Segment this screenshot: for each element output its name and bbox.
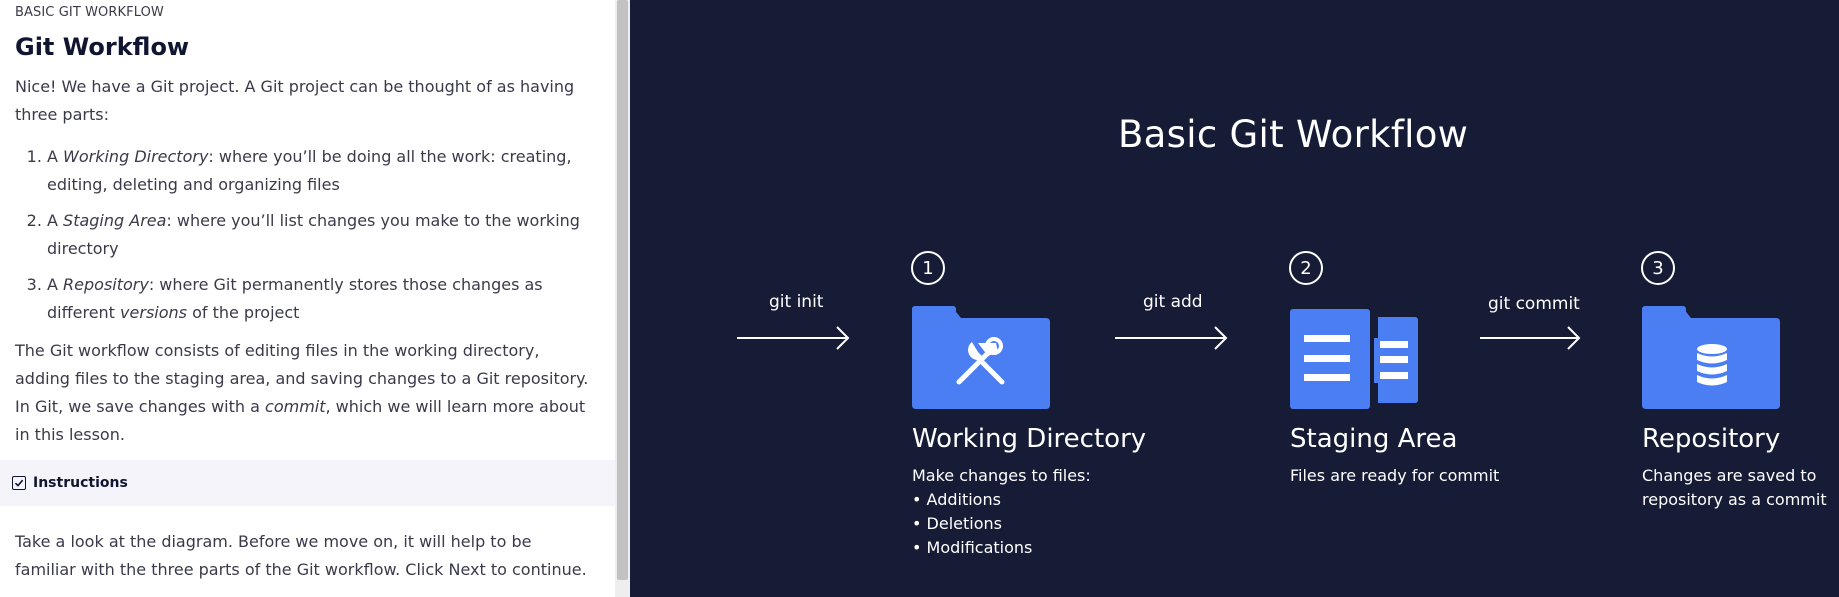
documents-icon [1290,309,1418,409]
diagram-title: Basic Git Workflow [1118,113,1469,156]
command-git-init: git init [769,292,824,312]
checkbox-icon [12,476,26,490]
list-item: A Repository: where Git permanently stor… [47,271,595,327]
instructions-text: Take a look at the diagram. Before we mo… [15,532,587,579]
arrow-git-add [1115,326,1228,350]
bullet-additions: • Additions [912,490,1001,509]
command-git-add: git add [1143,292,1203,312]
lesson-pane: BASIC GIT WORKFLOW Git Workflow Nice! We… [0,0,615,597]
workflow-paragraph: The Git workflow consists of editing fil… [15,341,589,444]
stage-desc-working-directory: Make changes to files: • Additions • Del… [912,464,1091,560]
instructions-header[interactable]: Instructions [0,460,615,506]
stage-name-working-directory: Working Directory [912,424,1147,454]
stage-desc-staging-area: Files are ready for commit [1290,466,1500,485]
parts-list: A Working Directory: where you’ll be doi… [15,143,595,327]
stage-name-staging-area: Staging Area [1290,424,1458,454]
command-git-commit: git commit [1488,294,1580,314]
step-number-2: 2 [1289,251,1323,285]
database-icon [1697,344,1727,386]
bullet-modifications: • Modifications [912,538,1033,557]
lesson-intro: Nice! We have a Git project. A Git proje… [15,77,575,124]
lesson-eyebrow: BASIC GIT WORKFLOW [15,5,164,20]
step-number-3: 3 [1641,251,1675,285]
lesson-title: Git Workflow [15,33,190,61]
diagram-panel: Basic Git Workflow git init git add git … [630,0,1839,597]
stage-name-repository: Repository [1642,424,1781,454]
scrollbar-thumb[interactable] [617,0,628,580]
diagram-graphics [737,306,1780,409]
tools-icon [956,337,1005,385]
instructions-label: Instructions [33,475,128,491]
bullet-deletions: • Deletions [912,514,1002,533]
list-item: A Working Directory: where you’ll be doi… [47,143,595,199]
arrow-git-commit [1480,326,1581,350]
step-number-1: 1 [911,251,945,285]
stage-desc-repository: Changes are saved to repository as a com… [1642,466,1827,509]
list-item: A Staging Area: where you’ll list change… [47,207,595,263]
arrow-git-init [737,326,850,350]
